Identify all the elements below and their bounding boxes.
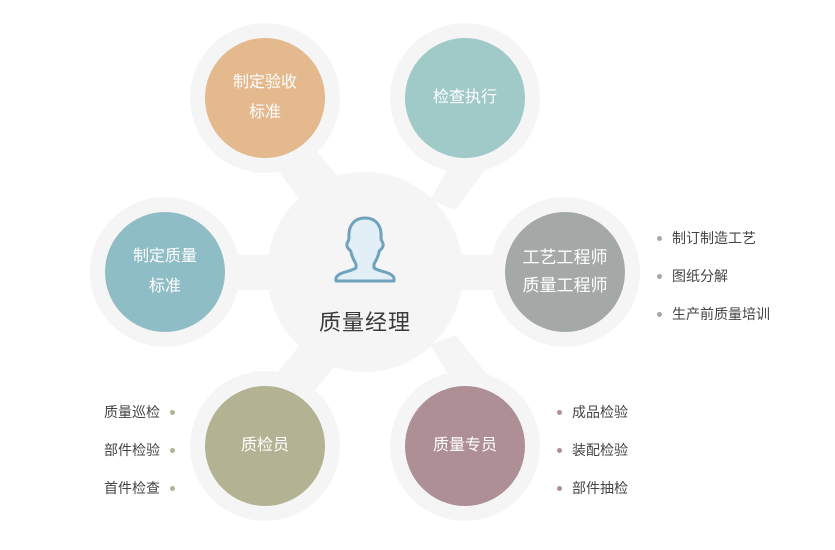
node-label-line1: 检查执行 [432, 89, 497, 106]
bullet-dot [657, 312, 662, 317]
bullet-dot [657, 274, 662, 279]
bullet-dot [557, 410, 562, 415]
list-item: 首件检查 [60, 478, 175, 516]
node-label-line1: 工艺工程师 [522, 248, 608, 267]
list-item: 图纸分解 [657, 266, 770, 304]
node-specialist: 质量专员 [405, 386, 525, 506]
node-inspector: 质检员 [205, 386, 325, 506]
node-quality-standards: 制定质量 标准 [105, 212, 225, 332]
node-label-line1: 制定验收 [232, 74, 297, 91]
list-item: 装配检验 [557, 440, 628, 478]
user-silhouette-icon [334, 216, 396, 283]
node-label-line1: 质检员 [240, 437, 289, 454]
list-item: 生产前质量培训 [657, 304, 770, 342]
bullet-dot [557, 448, 562, 453]
node-inspection-execution: 检查执行 [405, 38, 525, 158]
node-label-line2: 质量工程师 [522, 276, 608, 295]
center-hub: 质量经理 [270, 180, 460, 360]
list-item: 制订制造工艺 [657, 228, 770, 266]
bullet-dot [170, 410, 175, 415]
list-item: 质量巡检 [60, 402, 175, 440]
node-label-line1: 质量专员 [432, 437, 497, 454]
bullet-dot [557, 486, 562, 491]
node-label-line2: 标准 [148, 278, 181, 295]
engineers-task-list: 制订制造工艺 图纸分解 生产前质量培训 [657, 228, 770, 342]
node-label-line1: 制定质量 [132, 248, 197, 265]
node-engineers: 工艺工程师 质量工程师 [505, 212, 625, 332]
bullet-dot [657, 236, 662, 241]
list-item: 部件抽检 [557, 478, 628, 516]
bullet-dot [170, 486, 175, 491]
list-item: 部件检验 [60, 440, 175, 478]
inspector-task-list: 质量巡检 部件检验 首件检查 [60, 402, 175, 516]
specialist-task-list: 成品检验 装配检验 部件抽检 [557, 402, 628, 516]
list-item: 成品检验 [557, 402, 628, 440]
center-title: 质量经理 [318, 310, 411, 335]
bullet-dot [170, 448, 175, 453]
node-label-line2: 标准 [248, 104, 281, 121]
node-acceptance-standards: 制定验收 标准 [205, 38, 325, 158]
